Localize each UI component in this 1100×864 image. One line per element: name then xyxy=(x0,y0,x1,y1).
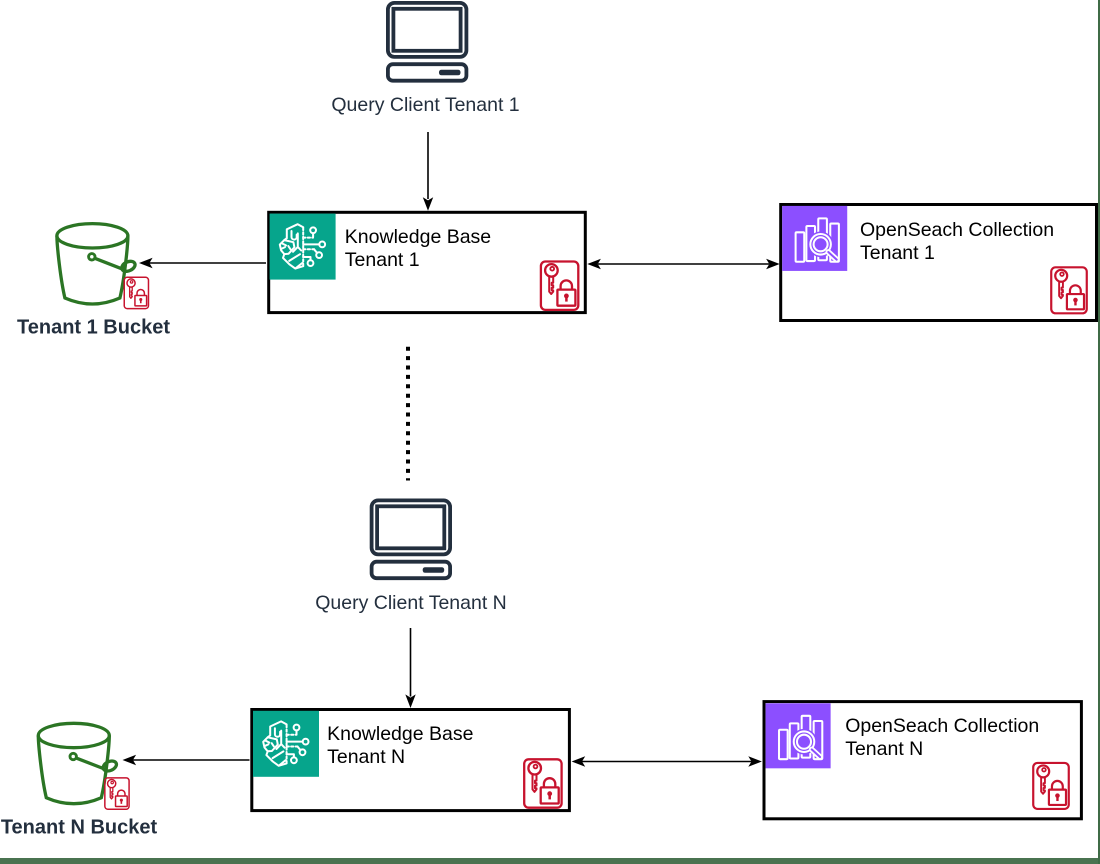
svg-text:Tenant N: Tenant N xyxy=(327,746,405,768)
svg-text:Tenant N Bucket: Tenant N Bucket xyxy=(1,816,158,838)
svg-text:Knowledge Base: Knowledge Base xyxy=(345,226,491,248)
svg-text:Tenant 1 Bucket: Tenant 1 Bucket xyxy=(17,317,170,339)
svg-text:Tenant 1: Tenant 1 xyxy=(860,242,935,264)
svg-text:Tenant 1: Tenant 1 xyxy=(345,249,420,271)
svg-text:OpenSeach Collection: OpenSeach Collection xyxy=(860,219,1054,241)
svg-text:Query Client Tenant N: Query Client Tenant N xyxy=(315,592,507,614)
svg-text:OpenSeach Collection: OpenSeach Collection xyxy=(845,715,1039,737)
svg-text:Tenant N: Tenant N xyxy=(845,738,923,760)
svg-text:Query Client Tenant 1: Query Client Tenant 1 xyxy=(331,94,519,116)
svg-text:Knowledge Base: Knowledge Base xyxy=(327,723,473,745)
